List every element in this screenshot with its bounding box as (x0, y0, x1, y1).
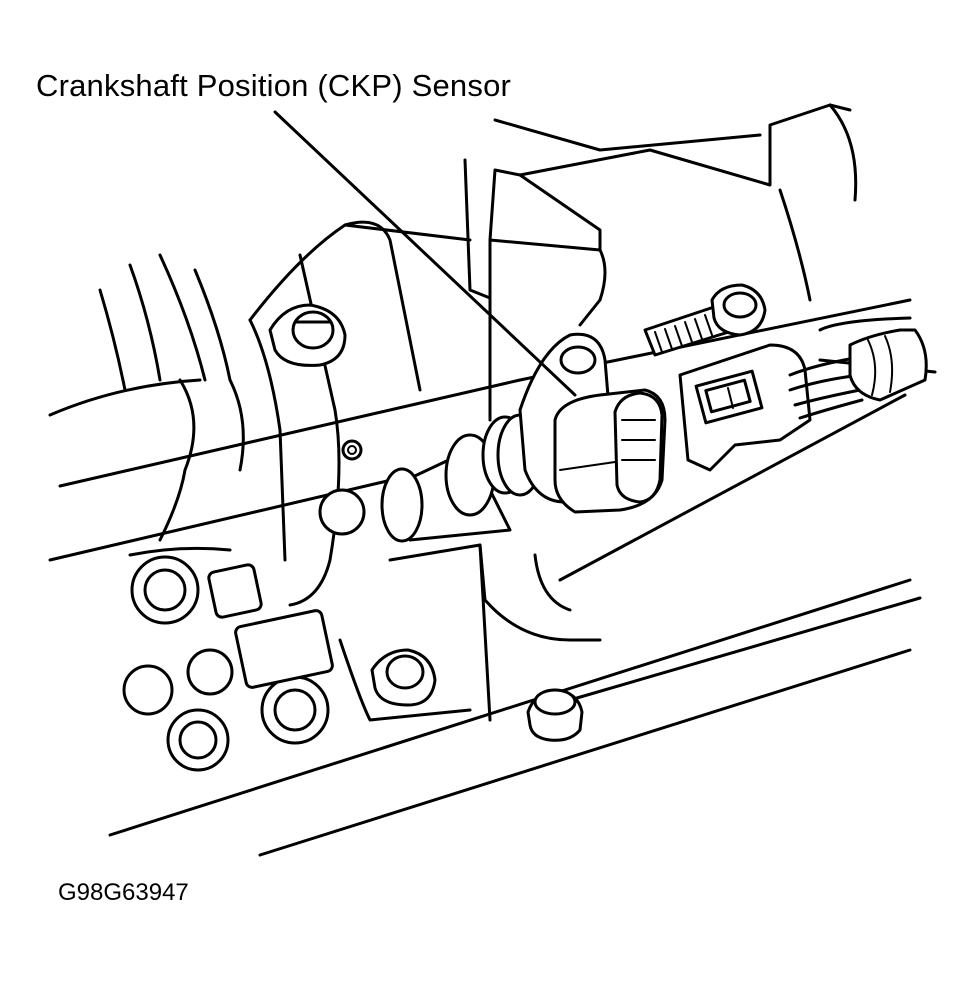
cover-bolt-bottom (370, 648, 437, 707)
figure-code: G98G63947 (58, 879, 189, 906)
ckp-sensor-body (380, 413, 544, 543)
cover-boss (318, 439, 366, 536)
cover-bolt-top (268, 303, 347, 367)
upper-bracket (463, 103, 858, 642)
ckp-sensor-connector (553, 388, 667, 514)
pulley-contours (48, 253, 245, 542)
rail-nut (526, 688, 584, 742)
callout-leader (273, 110, 577, 397)
wiring-harness (788, 316, 928, 420)
threaded-stud (643, 283, 767, 357)
lower-left-components (122, 555, 334, 772)
ckp-sensor-label: Crankshaft Position (CKP) Sensor (36, 68, 512, 103)
harness-connector (678, 343, 812, 472)
